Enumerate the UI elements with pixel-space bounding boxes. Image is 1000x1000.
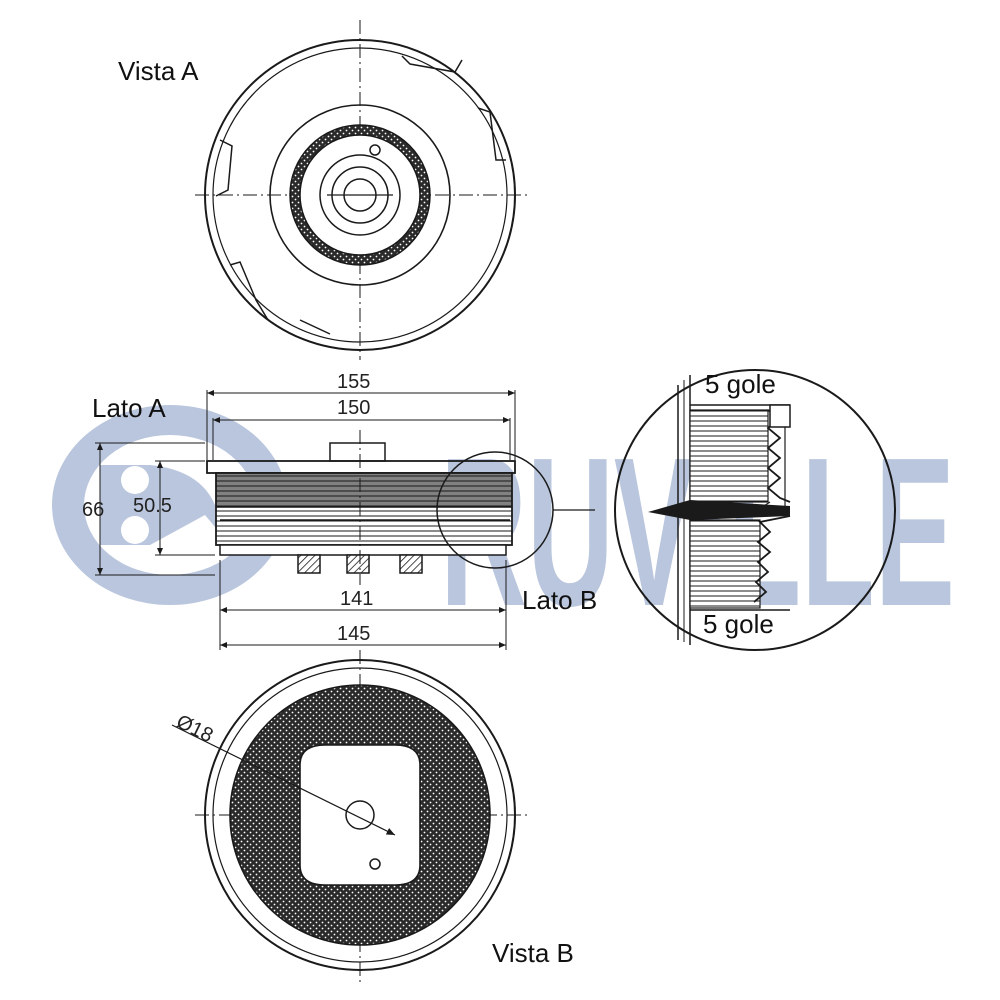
bore-leader-line xyxy=(171,724,396,836)
grooves-bottom-label: 5 gole xyxy=(703,609,774,639)
lato-b-label: Lato B xyxy=(522,585,597,615)
upper-grooves xyxy=(689,404,791,510)
dimension-150: 150 xyxy=(337,397,370,419)
mount-block-left xyxy=(297,554,321,574)
mount-block-right xyxy=(399,554,423,574)
side-view: 155 150 141 145 66 50.5 Lato A Lato B xyxy=(82,371,597,650)
bore-diameter-label: Ø18 xyxy=(173,711,217,747)
dimension-145: 145 xyxy=(337,623,370,645)
dimension-66: 66 xyxy=(82,499,104,521)
groove-detail-view: 5 gole 5 gole xyxy=(614,369,896,651)
mount-block-center xyxy=(346,554,370,574)
dimension-155: 155 xyxy=(337,371,370,393)
vista-a-label: Vista A xyxy=(118,56,199,86)
lower-grooves xyxy=(689,515,791,611)
lato-a-label: Lato A xyxy=(92,393,166,423)
vista-b-view: Ø18 Vista B xyxy=(171,650,574,985)
pulley-hub-boss xyxy=(329,442,386,462)
vista-b-label: Vista B xyxy=(492,938,574,968)
dimension-50-5: 50.5 xyxy=(133,495,172,517)
vista-a-view: Vista A xyxy=(118,20,530,360)
grooves-top-label: 5 gole xyxy=(705,369,776,399)
dimension-141: 141 xyxy=(340,588,373,610)
